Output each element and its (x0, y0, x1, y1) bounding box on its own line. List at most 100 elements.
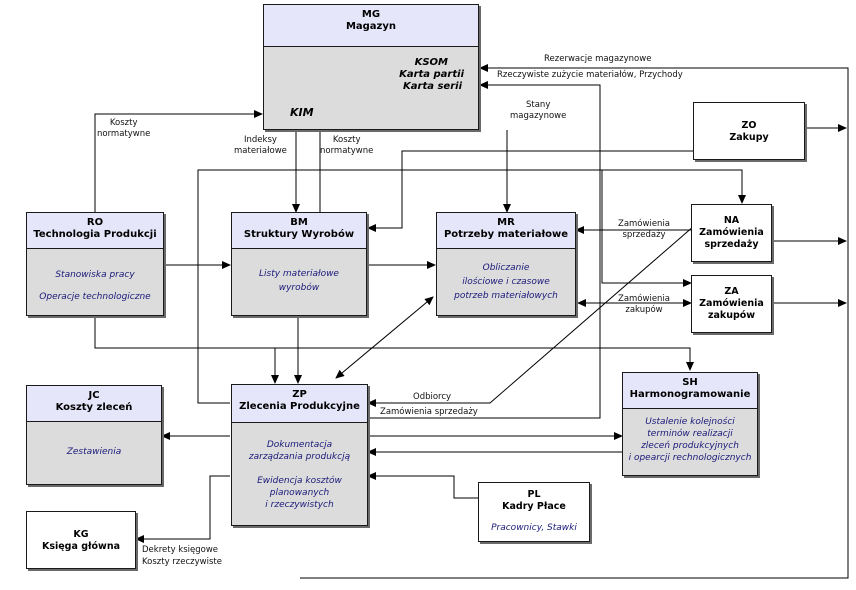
module-zp-body: Dokumentacja zarządzania produkcją Ewide… (232, 423, 367, 525)
module-bm-header: BM Struktury Wyrobów (232, 213, 366, 249)
module-zp-code: ZP (292, 389, 307, 400)
module-mr-header: MR Potrzeby materiałowe (437, 213, 575, 249)
arrow-to-za (601, 170, 692, 287)
module-ro-code: RO (86, 217, 104, 228)
module-jc-header: JC Koszty zleceń (27, 386, 161, 422)
module-jc-body: Zestawienia (27, 422, 161, 484)
module-mg-kim: KIM (290, 106, 314, 119)
module-za[interactable]: ZA Zamówienia zakupów (691, 275, 772, 333)
module-bm[interactable]: BM Struktury Wyrobów Listy materiałowe w… (231, 212, 367, 316)
module-ro-name: Technologia Produkcji (33, 229, 157, 240)
label-zamowienia-sprzedazy: Zamówienia sprzedaży (618, 219, 670, 241)
label-koszty-normatywne-ro: Koszty normatywne (97, 118, 150, 140)
module-zp-desc4: planowanych (269, 488, 330, 498)
arrow-zp-kg (135, 475, 230, 543)
label-zz-1: Zamówienia (618, 294, 671, 304)
module-zp-desc5: i rzeczywistych (265, 500, 334, 510)
module-mg-karta-partii: Karta partii (399, 69, 464, 80)
label-koszty-rzeczywiste: Koszty rzeczywiste (142, 557, 222, 567)
label-koszty-4: normatywne (320, 146, 374, 156)
module-na-name2: sprzedaży (704, 239, 759, 250)
module-bm-desc1: Listy materiałowe (259, 269, 339, 279)
module-ro-body: Stanowiska pracy Operacje technologiczne (27, 249, 163, 315)
module-mg-ksom: KSOM (414, 57, 448, 68)
module-jc-name: Koszty zleceń (55, 402, 133, 413)
module-jc[interactable]: JC Koszty zleceń Zestawienia (26, 385, 162, 485)
module-ro-desc2: Operacje technologiczne (39, 292, 151, 302)
module-pl-name: Kadry Płace (502, 501, 566, 512)
label-zs-1: Zamówienia (618, 219, 671, 229)
module-sh-header: SH Harmonogramowanie (623, 373, 757, 409)
arrow-rezerwacje (300, 64, 849, 579)
module-mr-body: Obliczanie ilościowe i czasowe potrzeb m… (437, 249, 575, 315)
module-mr[interactable]: MR Potrzeby materiałowe Obliczanie ilośc… (436, 212, 576, 316)
module-zp[interactable]: ZP Zlecenia Produkcyjne Dokumentacja zar… (231, 384, 368, 526)
module-mg-name: Magazyn (345, 21, 397, 32)
arrow-na-zp (367, 225, 695, 407)
label-stany: Stany magazynowe (510, 100, 566, 122)
module-jc-code: JC (88, 390, 100, 401)
module-zp-desc1: Dokumentacja (266, 440, 333, 450)
module-na[interactable]: NA Zamówienia sprzedaży (691, 204, 772, 262)
module-zp-desc2: zarządzania produkcją (248, 452, 351, 462)
module-ro[interactable]: RO Technologia Produkcji Stanowiska prac… (26, 212, 164, 316)
module-mr-desc1: Obliczanie (482, 263, 530, 273)
arrow-rzeczywiste (368, 81, 601, 419)
module-sh-body: Ustalenie kolejności terminów realizacji… (623, 409, 757, 475)
module-za-name2: zakupów (707, 310, 756, 321)
label-zamowienia-zakupow: Zamówienia zakupów (618, 294, 670, 316)
module-za-code: ZA (724, 286, 739, 297)
module-sh-desc1: Ustalenie kolejności (645, 417, 735, 427)
label-zz-2: zakupów (625, 305, 663, 315)
module-zo-name: Zakupy (729, 132, 769, 143)
module-mg[interactable]: MG Magazyn KSOM Karta partii Karta serii… (263, 4, 479, 130)
label-koszty-normatywne-bm: Koszty normatywne (320, 135, 373, 157)
label-indeksy-2: materiałowe (234, 146, 287, 156)
module-na-code: NA (723, 215, 740, 226)
label-zamowienia-sprzedazy-2: Zamówienia sprzedaży (380, 407, 478, 417)
label-rzeczywiste: Rzeczywiste zużycie materiałów, Przychod… (497, 70, 683, 80)
module-sh-name: Harmonogramowanie (629, 389, 751, 400)
label-koszty-3: Koszty (332, 135, 361, 145)
module-sh-desc2: terminów realizacji (647, 429, 733, 439)
module-bm-code: BM (290, 217, 308, 228)
label-odbiorcy: Odbiorcy (413, 392, 452, 402)
module-bm-name: Struktury Wyrobów (243, 229, 355, 240)
label-stany-2: magazynowe (510, 111, 567, 121)
module-bm-body: Listy materiałowe wyrobów (232, 249, 366, 315)
module-sh[interactable]: SH Harmonogramowanie Ustalenie kolejnośc… (622, 372, 758, 476)
arrow-pl-zp (367, 472, 478, 499)
label-dekrety: Dekrety księgowe (142, 545, 219, 555)
arrow-zp-na (197, 169, 746, 404)
module-zo[interactable]: ZO Zakupy (693, 102, 805, 160)
label-rezerwacje: Rezerwacje magazynowe (544, 54, 652, 64)
module-mg-body: KSOM Karta partii Karta serii KIM (264, 47, 478, 129)
module-na-name1: Zamówienia (699, 227, 764, 238)
module-kg-code: KG (73, 529, 89, 540)
module-kg[interactable]: KG Księga główna (26, 511, 136, 569)
module-pl[interactable]: PL Kadry Płace Pracownicy, Stawki (478, 482, 590, 542)
module-mr-desc2: ilościowe i czasowe (462, 277, 550, 287)
arrow-ro-mg (94, 110, 263, 212)
module-pl-desc1: Pracownicy, Stawki (491, 523, 577, 533)
module-mg-header: MG Magazyn (264, 5, 478, 47)
arrow-ro-zp (94, 316, 694, 371)
module-mr-desc3: potrzeb materiałowych (454, 291, 558, 301)
label-zs-2: sprzedaży (622, 230, 666, 240)
module-zo-code: ZO (741, 120, 757, 131)
module-mr-name: Potrzeby materiałowe (443, 229, 569, 240)
label-stany-1: Stany (526, 100, 551, 110)
module-mg-karta-serii: Karta serii (403, 81, 462, 92)
module-sh-desc4: i opearcji rechnologicznych (628, 453, 752, 463)
module-zp-header: ZP Zlecenia Produkcyjne (232, 385, 367, 423)
module-ro-header: RO Technologia Produkcji (27, 213, 163, 249)
module-pl-header: PL Kadry Płace (479, 483, 589, 513)
module-zp-desc3: Ewidencja kosztów (257, 476, 342, 486)
module-jc-desc1: Zestawienia (66, 447, 122, 457)
label-koszty-1: Koszty (109, 118, 138, 128)
module-sh-code: SH (682, 377, 698, 388)
module-bm-desc2: wyrobów (278, 283, 320, 293)
module-za-name1: Zamówienia (699, 298, 764, 309)
